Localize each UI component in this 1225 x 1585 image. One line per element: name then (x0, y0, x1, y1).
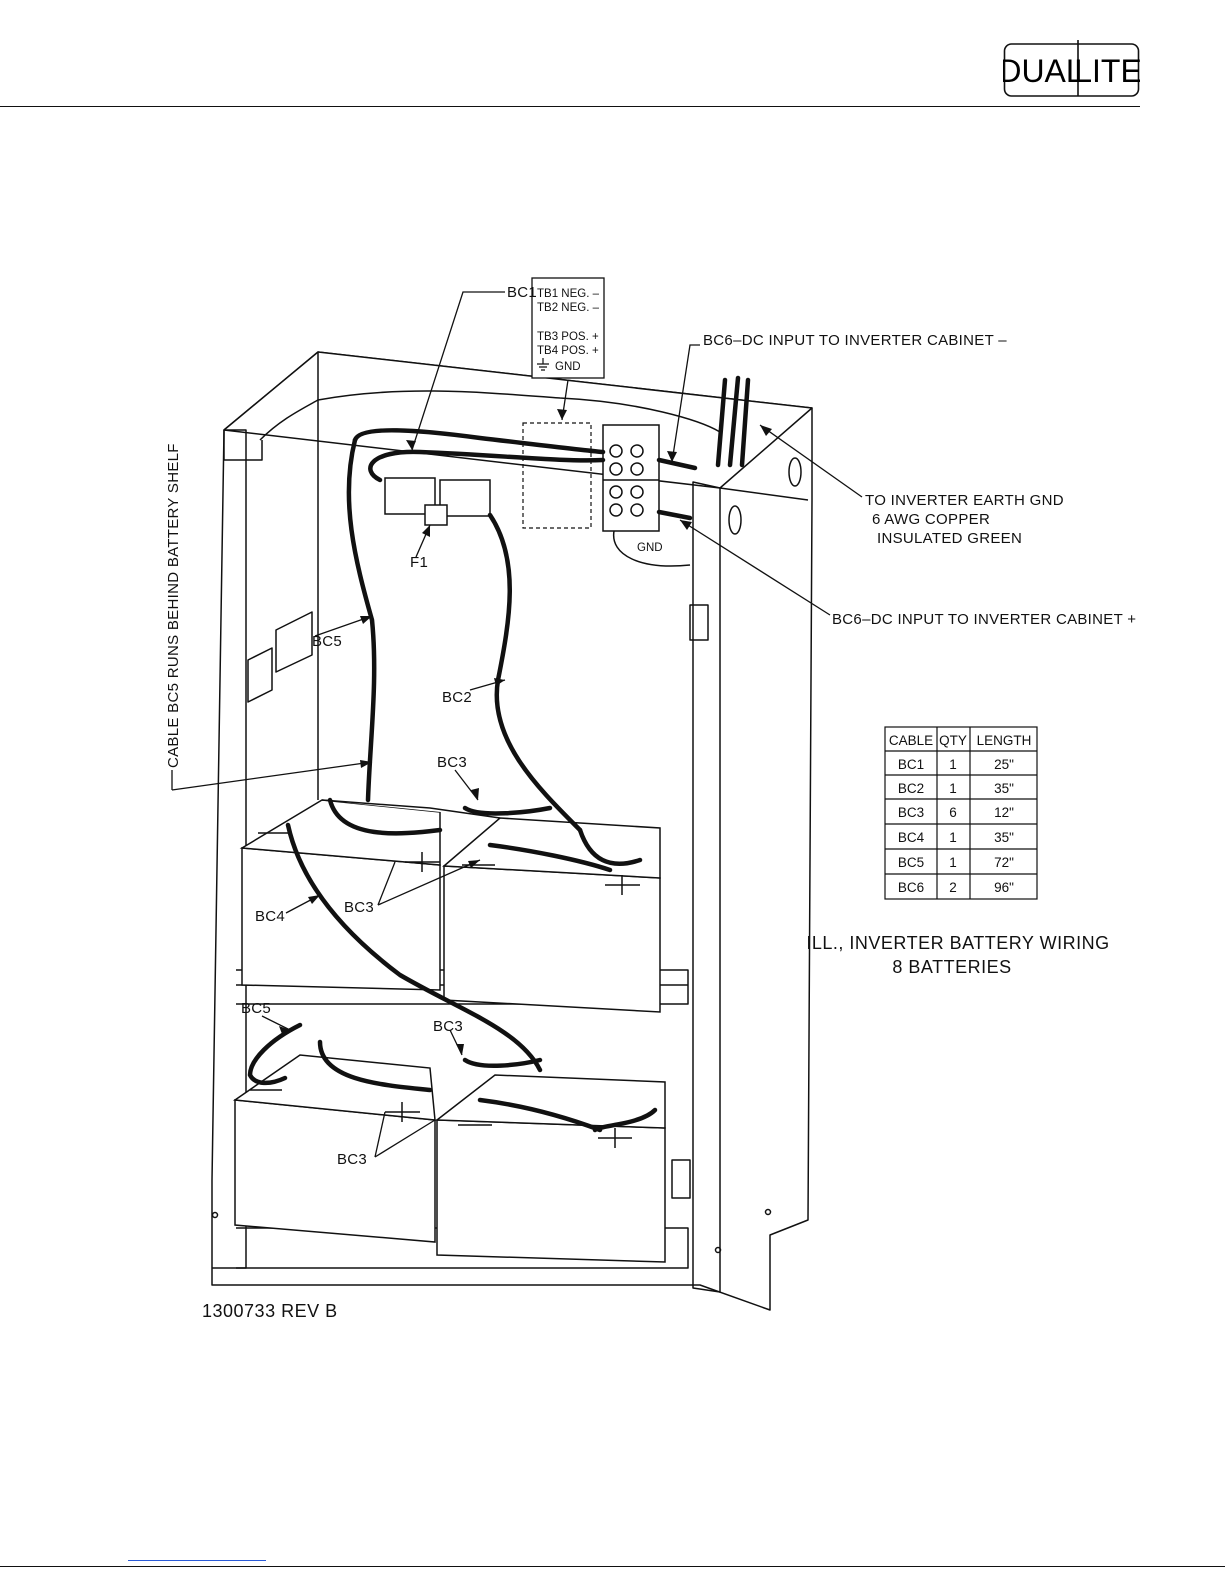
legend-tb3: TB3 POS. + (537, 331, 599, 343)
fuse-holder-right (439, 479, 491, 517)
table-cell: BC5 (898, 855, 924, 870)
cabinet-top (223, 351, 813, 489)
table-cell: BC2 (898, 781, 924, 796)
table-cell: 25" (994, 757, 1014, 772)
table-cell: 1 (949, 830, 957, 845)
table-cell: 1 (949, 757, 957, 772)
label-fuse: F1 (410, 554, 428, 571)
label-bc3-middle: BC3 (344, 899, 374, 916)
table-cell: 35" (994, 830, 1014, 845)
label-bc5-lower: BC5 (241, 1000, 271, 1017)
cable-bc5-upper (346, 437, 377, 803)
table-cell: 72" (994, 855, 1014, 870)
table-cell: 1 (949, 855, 957, 870)
label-earth-gnd-2: 6 AWG COPPER (872, 511, 990, 528)
table-cell: 12" (994, 805, 1014, 820)
cable-bc3-upper (327, 797, 613, 873)
label-bc1: BC1 (507, 284, 537, 301)
label-bc6-negative: BC6–DC INPUT TO INVERTER CABINET – (703, 332, 1007, 349)
footer-divider (0, 1566, 1225, 1567)
logo-text-left: DUAL (1003, 53, 1084, 89)
legend-tb4: TB4 POS. + (537, 345, 599, 357)
label-earth-gnd-3: INSULATED GREEN (877, 530, 1022, 547)
table-cell: BC1 (898, 757, 924, 772)
dual-lite-logo: DUAL LITE (998, 38, 1142, 98)
legend-tb1: TB1 NEG. – (537, 288, 600, 300)
cable-bc4 (285, 822, 543, 1073)
cable-bc5-lower (247, 1022, 303, 1086)
lower-battery-right (436, 1119, 666, 1263)
table-cell: 2 (949, 880, 957, 895)
cabinet-right-post (692, 481, 721, 1293)
table-cell: BC4 (898, 830, 925, 845)
terminal-legend-box (531, 277, 605, 379)
table-cell: BC3 (898, 805, 924, 820)
terminal-block (602, 424, 660, 532)
table-cell: 6 (949, 805, 957, 820)
label-bc4: BC4 (255, 908, 285, 925)
footer-link-underline[interactable] (128, 1560, 266, 1561)
label-earth-gnd-1: TO INVERTER EARTH GND (865, 492, 1064, 509)
cable-table (884, 726, 1038, 900)
label-bc3-lower-top: BC3 (433, 1018, 463, 1035)
label-bc2: BC2 (442, 689, 472, 706)
ground-symbol-icon (537, 358, 549, 371)
cable-bc6-top (352, 428, 606, 455)
cable-bc1 (368, 449, 606, 483)
table-header-cable: CABLE (889, 733, 933, 748)
drawing-number: 1300733 REV B (202, 1301, 338, 1321)
lower-battery-left (234, 1099, 436, 1243)
cable-bc6-neg (656, 457, 698, 471)
header-divider (0, 106, 1140, 107)
label-bc6-positive: BC6–DC INPUT TO INVERTER CABINET + (832, 611, 1136, 628)
legend-gnd: GND (555, 361, 581, 373)
table-cell: 35" (994, 781, 1014, 796)
label-gnd: GND (637, 542, 663, 554)
illustration-title-line2: 8 BATTERIES (892, 957, 1011, 977)
cable-bc2 (487, 512, 583, 833)
cable-bc3-lower (317, 1039, 603, 1133)
table-header-qty: QTY (939, 733, 967, 748)
cable-bc6-pos (656, 509, 693, 521)
table-cell: 96" (994, 880, 1014, 895)
cabinet-top-cutout (259, 390, 721, 441)
terminal-block-location (522, 422, 592, 529)
table-cell: BC6 (898, 880, 924, 895)
upper-battery-right (443, 865, 661, 1013)
side-note: CABLE BC5 RUNS BEHIND BATTERY SHELF (165, 443, 182, 768)
table-cell: 1 (949, 781, 957, 796)
label-bc3-lower-bottom: BC3 (337, 1151, 367, 1168)
cable-earth-gnd (715, 375, 751, 468)
logo-text-right: LITE (1074, 53, 1140, 89)
table-header-length: LENGTH (977, 733, 1032, 748)
label-bc3-top: BC3 (437, 754, 467, 771)
label-bc5-upper: BC5 (312, 633, 342, 650)
illustration-title-line1: ILL., INVERTER BATTERY WIRING (806, 933, 1109, 953)
legend-tb2: TB2 NEG. – (537, 302, 600, 314)
